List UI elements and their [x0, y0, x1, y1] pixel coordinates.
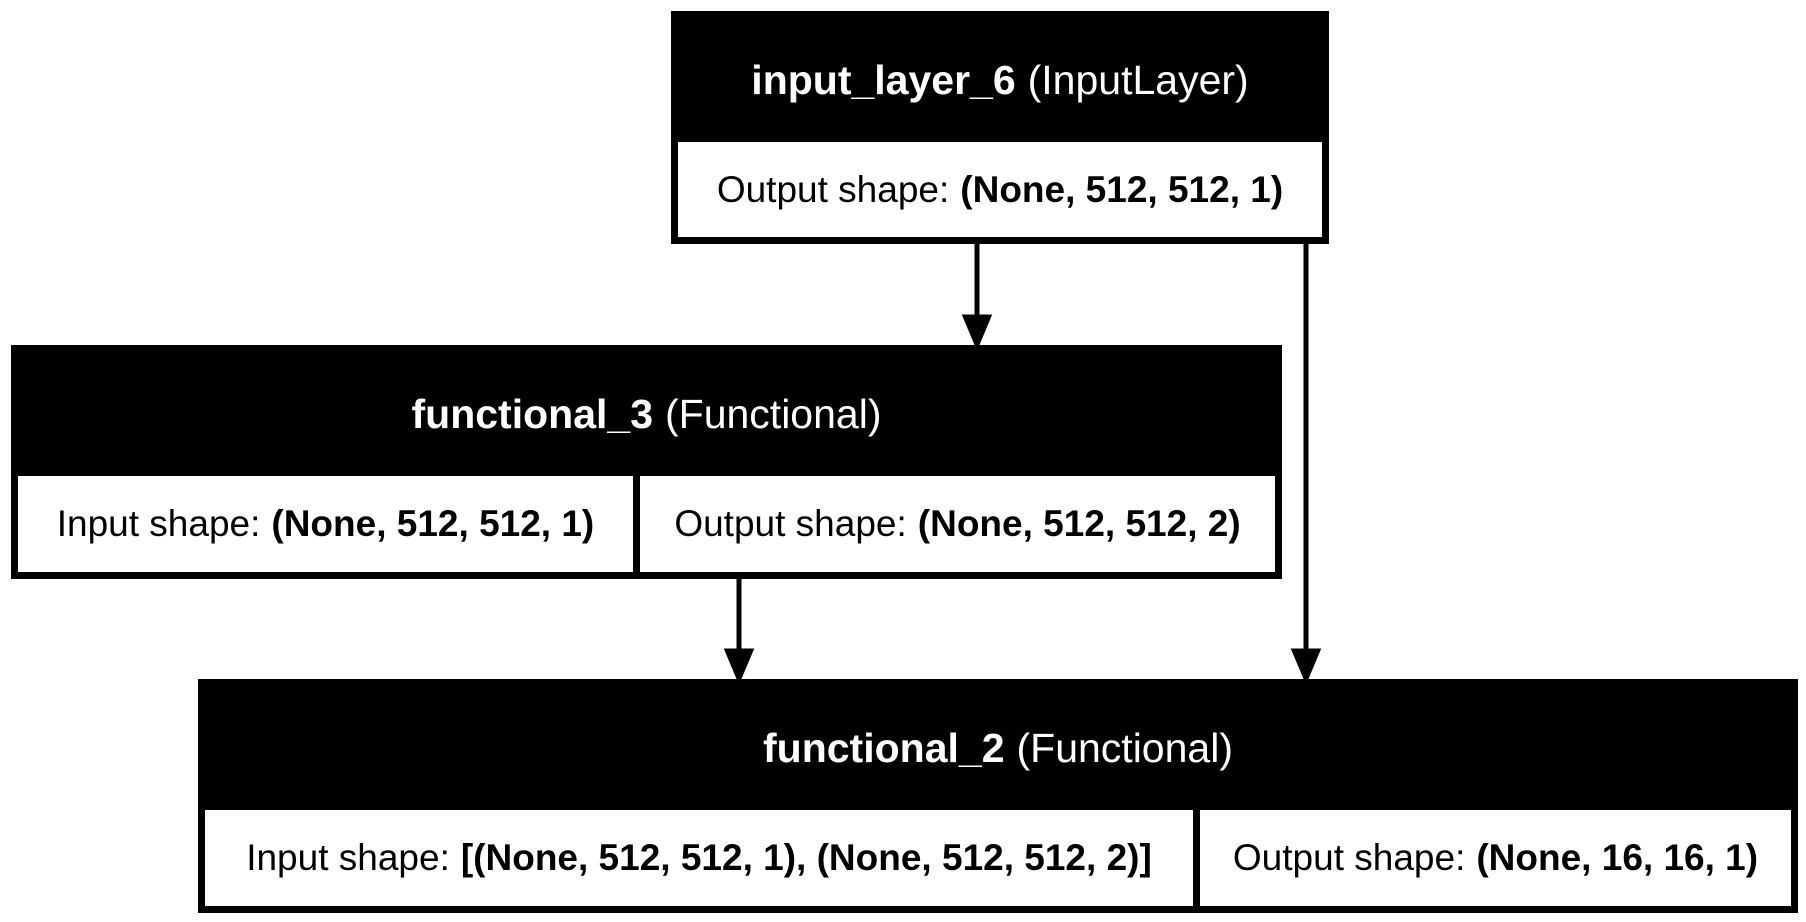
input-shape-cell: Input shape: [(None, 512, 512, 1), (None… — [205, 810, 1193, 906]
input-shape-cell: Input shape: (None, 512, 512, 1) — [18, 476, 633, 572]
node-name: input_layer_6 — [751, 56, 1016, 103]
edge-input-to-functional-3-arrowhead — [961, 314, 993, 351]
output-shape-value: (None, 512, 512, 1) — [960, 168, 1284, 210]
output-shape-cell: Output shape: (None, 512, 512, 1) — [678, 142, 1322, 237]
node-name: functional_2 — [763, 724, 1005, 771]
node-type: (Functional) — [1016, 724, 1233, 771]
output-shape-label: Output shape: — [1232, 837, 1466, 878]
node-header: functional_2 (Functional) — [205, 686, 1791, 810]
node-name: functional_3 — [411, 390, 653, 437]
node-functional-2: functional_2 (Functional) Input shape: [… — [198, 679, 1798, 913]
edge-functional-3-to-functional-2-arrowhead — [723, 648, 755, 685]
node-type: (Functional) — [665, 390, 882, 437]
output-shape-cell: Output shape: (None, 512, 512, 2) — [640, 476, 1275, 572]
output-shape-label: Output shape: — [674, 503, 907, 544]
node-body: Input shape: [(None, 512, 512, 1), (None… — [205, 810, 1791, 906]
node-body: Output shape: (None, 512, 512, 1) — [678, 142, 1322, 237]
node-functional-3: functional_3 (Functional) Input shape: (… — [11, 345, 1282, 579]
input-shape-value: [(None, 512, 512, 1), (None, 512, 512, 2… — [460, 837, 1152, 878]
output-shape-cell: Output shape: (None, 16, 16, 1) — [1200, 810, 1791, 906]
node-input-layer-6: input_layer_6 (InputLayer) Output shape:… — [671, 11, 1329, 244]
node-header: functional_3 (Functional) — [18, 352, 1275, 476]
node-type: (InputLayer) — [1027, 56, 1249, 103]
node-body: Input shape: (None, 512, 512, 1) Output … — [18, 476, 1275, 572]
output-shape-value: (None, 512, 512, 2) — [917, 503, 1241, 544]
node-header: input_layer_6 (InputLayer) — [678, 18, 1322, 142]
input-shape-label: Input shape: — [56, 503, 261, 544]
output-shape-label: Output shape: — [716, 168, 950, 210]
edge-input-to-functional-2-arrowhead — [1290, 648, 1322, 685]
input-shape-label: Input shape: — [246, 837, 450, 878]
input-shape-value: (None, 512, 512, 1) — [271, 503, 595, 544]
output-shape-value: (None, 16, 16, 1) — [1476, 837, 1759, 878]
